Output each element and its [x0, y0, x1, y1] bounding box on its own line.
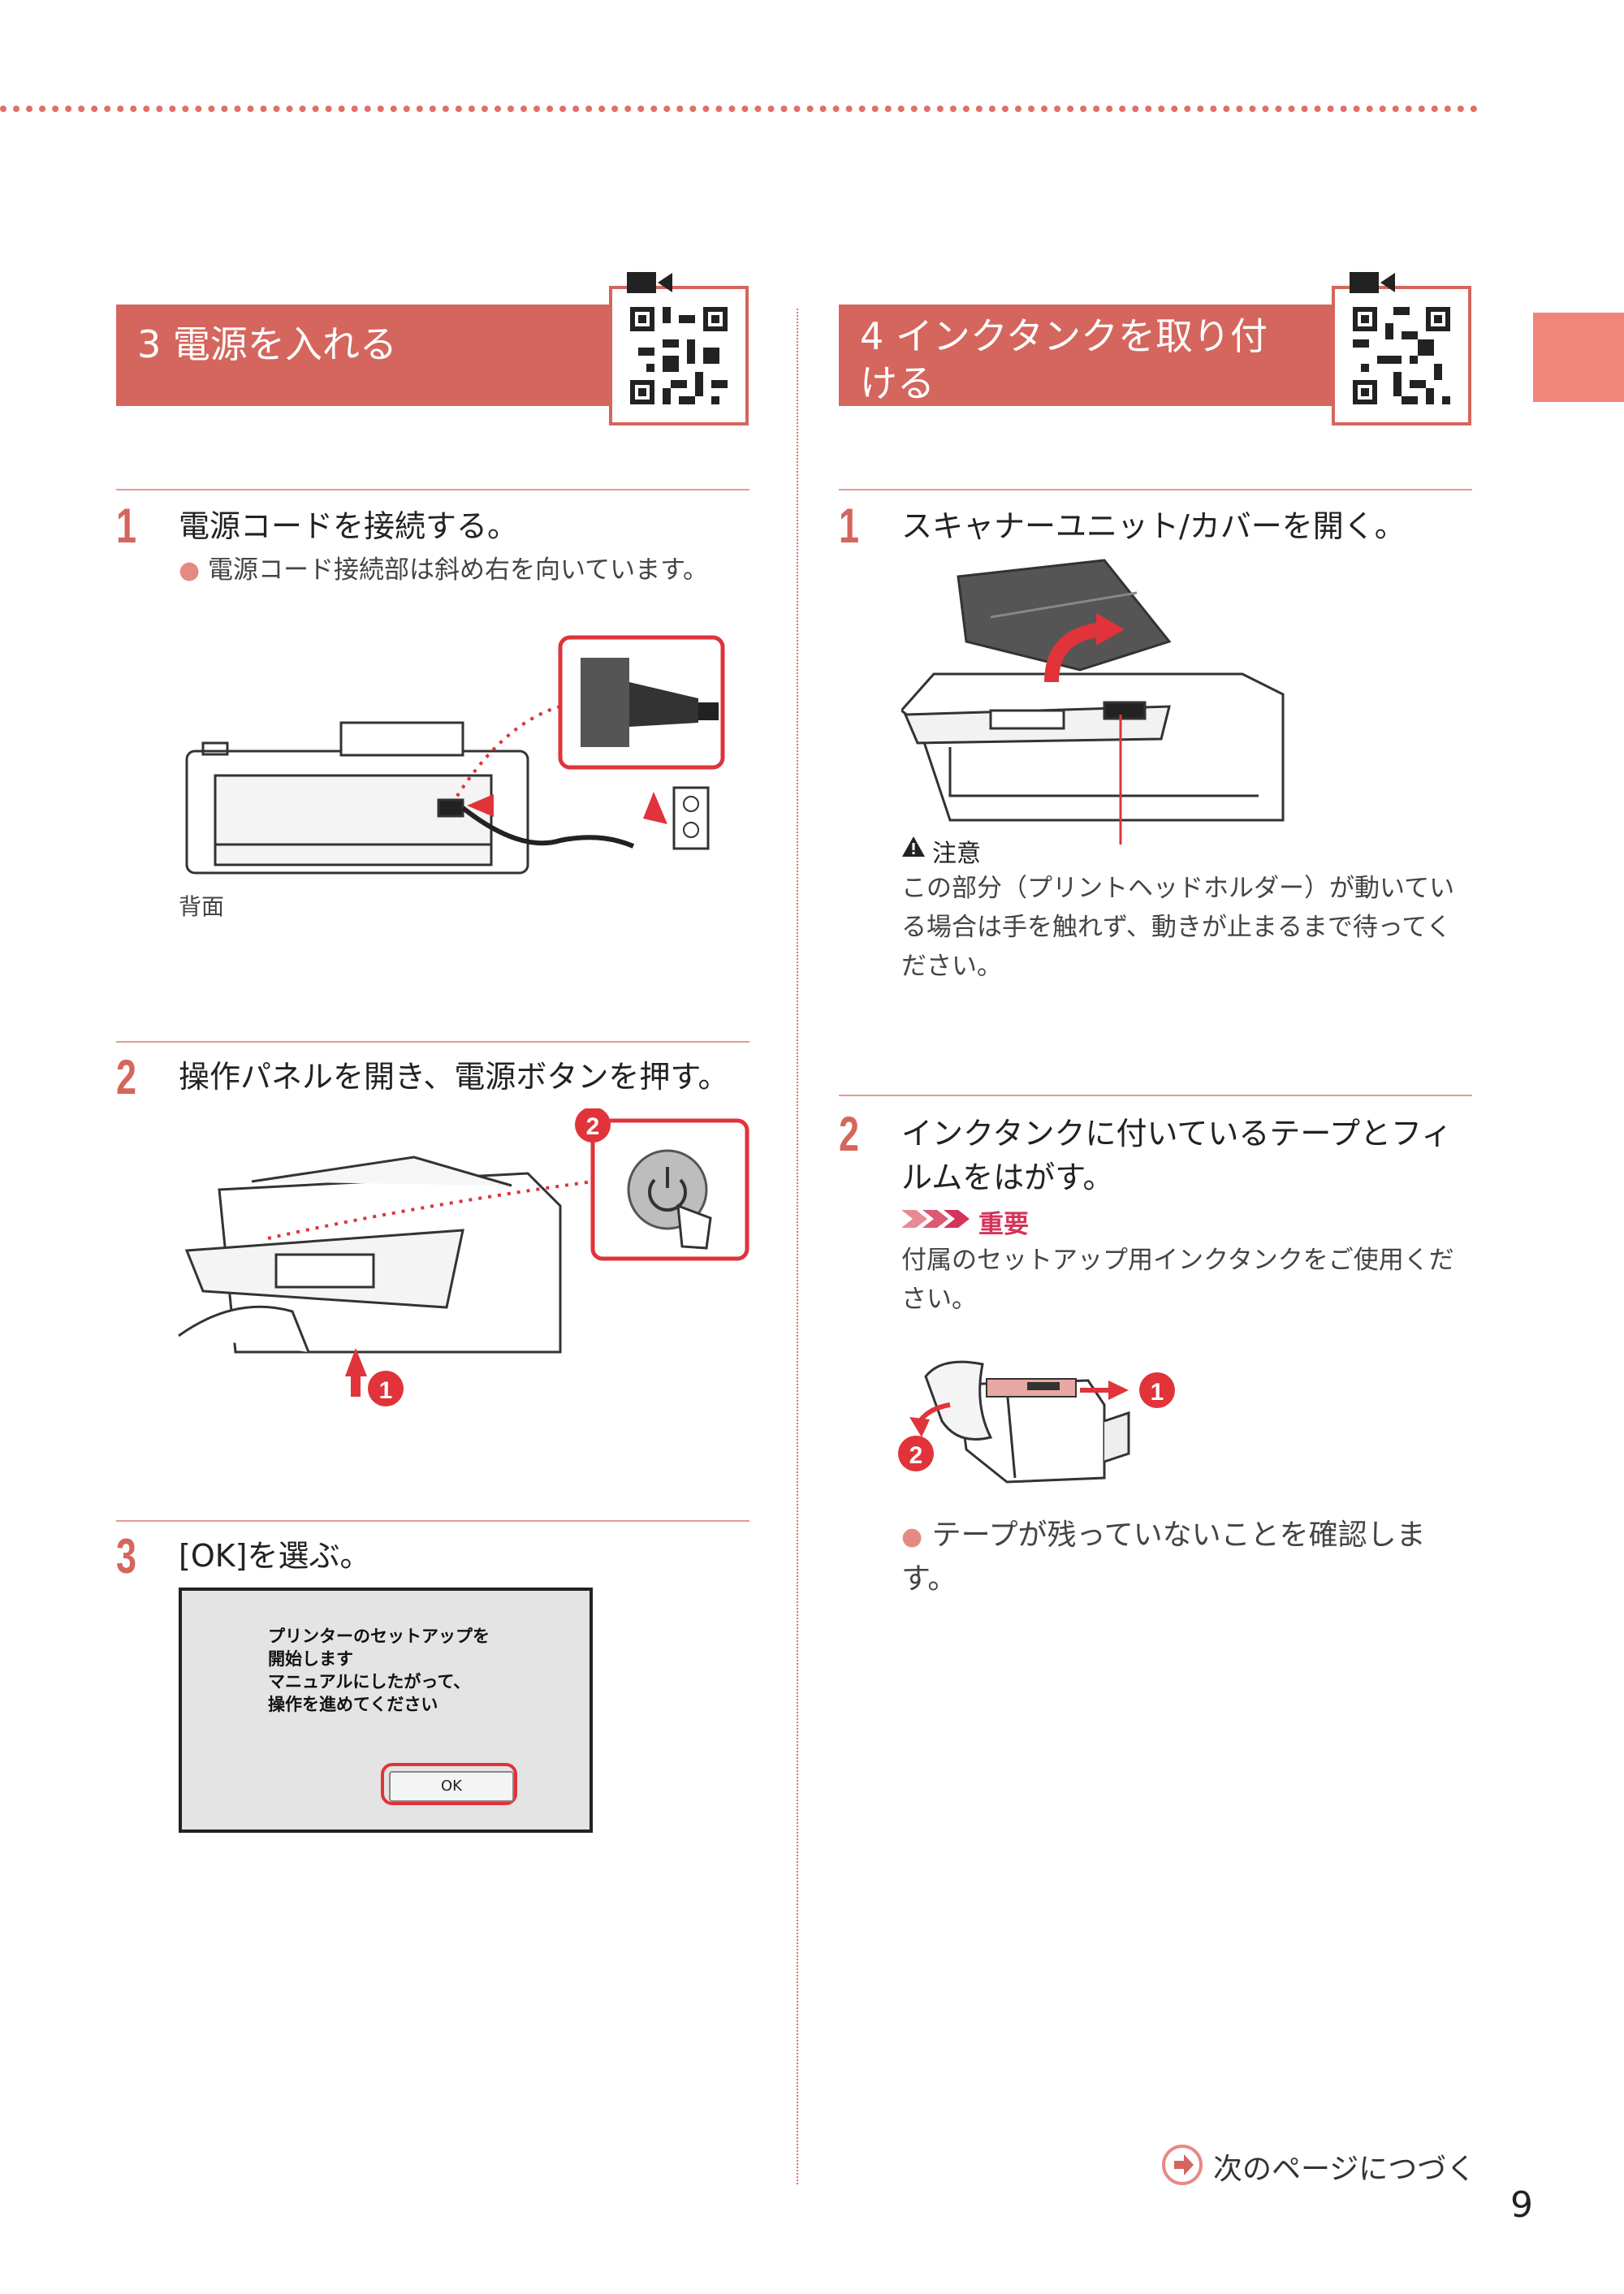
step-instruction: スキャナーユニット/カバーを開く。 [901, 508, 1406, 544]
screen-message: プリンターのセットアップを 開始します マニュアルにしたがって、 操作を進めてく… [268, 1627, 490, 1714]
step-number: 2 [839, 1107, 860, 1161]
callout-1-marker [1139, 1372, 1175, 1408]
video-camera-icon [627, 272, 672, 293]
step-divider [839, 489, 1472, 490]
step-divider [116, 1520, 749, 1522]
callout-2-marker [898, 1436, 934, 1471]
step-instruction-line1: インクタンクに付いているテープとフィ [901, 1116, 1453, 1151]
step-divider [116, 1041, 749, 1043]
bullet-icon: ● [179, 556, 201, 585]
important-title: 重要 [978, 1210, 1029, 1239]
caution-text: この部分（プリントヘッドホルダー）が動いている場合は手を触れず、動きが止まるまで… [901, 874, 1455, 981]
caution-title: 注意 [932, 840, 981, 868]
important-chevrons-icon [901, 1210, 970, 1228]
power-icon [648, 1178, 687, 1212]
ok-highlight-ring [381, 1763, 517, 1805]
step-divider [116, 489, 749, 490]
scanner-open-illustration [901, 559, 1285, 845]
ink-tank-illustration: 1 2 [898, 1360, 1175, 1484]
section-3-header: 3 電源を入れる [116, 305, 611, 406]
qr-pattern-icon [1353, 307, 1450, 404]
important-text: 付属のセットアップ用インクタンクをご使用ください。 [901, 1246, 1454, 1314]
callout-2-label: 2 [586, 1113, 600, 1140]
callout-2-label: 2 [909, 1442, 923, 1469]
step-number: 3 [116, 1529, 137, 1583]
power-button-illustration: 1 2 [178, 1108, 749, 1406]
section-4-header: 4 インクタンクを取り付 ける [839, 305, 1334, 406]
step-divider [839, 1095, 1472, 1096]
step-instruction: [OK]を選ぶ。 [179, 1538, 371, 1574]
callout-1-marker [368, 1371, 404, 1406]
next-page-label: 次のページにつづく [1213, 2153, 1476, 2186]
step-note-text: テープが残っていないことを確認します。 [901, 1519, 1426, 1596]
chapter-tab [1533, 313, 1624, 402]
step-note: ● テープが残っていないことを確認します。 [901, 1514, 1470, 1601]
step-instruction: 電源コードを接続する。 [179, 508, 519, 544]
section-3-title: 3 電源を入れる [137, 322, 397, 366]
page-number: 9 [1510, 2184, 1533, 2226]
callout-2-marker [575, 1108, 611, 1143]
step-number: 2 [116, 1050, 137, 1104]
step-number: 1 [116, 499, 137, 553]
ok-button[interactable]: OK [389, 1771, 514, 1802]
top-dotted-rule [0, 106, 1478, 112]
column-separator [797, 309, 798, 2184]
qr-code-section-4[interactable] [1332, 286, 1471, 426]
qr-pattern-icon [630, 307, 728, 404]
step-instruction: 操作パネルを開き、電源ボタンを押す。 [179, 1059, 729, 1095]
qr-code-section-3[interactable] [609, 286, 749, 426]
next-page-arrow-icon [1162, 2145, 1203, 2185]
power-cord-illustration [185, 635, 725, 875]
callout-1-label: 1 [379, 1377, 393, 1404]
bullet-icon: ● [901, 1523, 923, 1551]
step-note-text: 電源コード接続部は斜め右を向いています。 [208, 555, 709, 585]
step-instruction-line2: ルムをはがす。 [901, 1160, 1114, 1195]
step-note: ● 電源コード接続部は斜め右を向いています。 [179, 551, 739, 590]
illustration-caption: 背面 [179, 893, 225, 920]
section-4-title-line1: 4 インクタンクを取り付 [860, 314, 1268, 358]
printer-screen: プリンターのセットアップを 開始します マニュアルにしたがって、 操作を進めてく… [179, 1588, 593, 1833]
warning-icon [902, 836, 925, 857]
video-camera-icon [1350, 272, 1395, 293]
callout-1-label: 1 [1151, 1379, 1164, 1406]
step-number: 1 [839, 499, 860, 553]
section-4-title-line2: ける [860, 361, 935, 405]
